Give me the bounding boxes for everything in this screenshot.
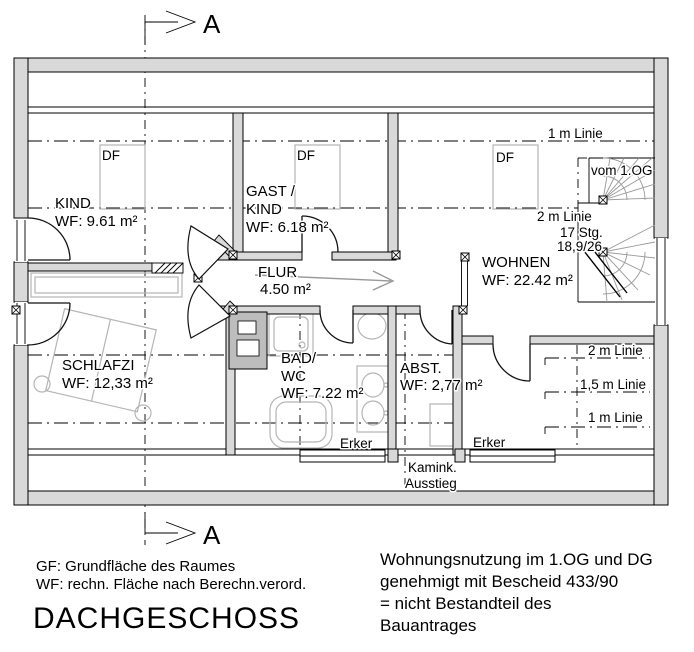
section-marker-bottom: A [144,512,221,550]
note-line-1: Wohnungsnutzung im 1.OG und DG [380,550,653,569]
stool [33,375,51,393]
door-gast [301,215,339,253]
height-line-label-2m-stair: 2 m Linie [537,209,592,224]
doors [27,215,531,382]
roof-window [492,144,539,210]
bed [45,308,157,413]
door-kind [27,217,71,261]
note-line-4: Bauantrages [380,616,476,635]
post [228,250,238,260]
legend-wf: WF: rechn. Fläche nach Berechn.verord. [36,576,306,593]
room-name-bad2: WC [281,368,306,385]
erker-label: Erker [340,436,373,451]
room-name-abst: ABST. [400,360,442,377]
staircase [577,157,656,303]
page-title: DACHGESCHOSS [33,602,300,635]
post [460,252,470,262]
kamin-label-2: Ausstieg [405,476,457,491]
stair-from-label: vom 1.OG [591,163,653,178]
room-area-kind: WF: 9.61 m² [55,213,138,230]
post [458,305,468,315]
wall-posts [11,250,470,315]
kamin-label-1: Kamink. [408,460,457,475]
room-area-flur: 4.50 m² [260,281,311,298]
roof-window [99,144,146,210]
room-name-gast: GAST / [246,183,296,200]
bathtub [269,395,333,449]
section-marker-top: A [144,9,221,44]
section-letter: A [203,520,221,550]
door-bad [319,309,354,344]
df-label: DF [102,148,120,163]
post [391,250,401,260]
df-label: DF [496,150,514,165]
legend-gf: GF: Grundfläche des Raumes [36,558,235,575]
room-labels: KIND WF: 9.61 m² GAST / KIND WF: 6.18 m²… [54,182,575,404]
df-label: DF [297,148,315,163]
room-name-gast2: KIND [246,201,282,218]
erker-label: Erker [473,435,506,450]
room-name-wohnen: WOHNEN [482,254,550,271]
door-corridor-double [187,225,231,339]
note-line-2: genehmigt mit Bescheid 433/90 [380,572,618,591]
post [598,195,608,205]
stair-ratio-label: 18,9/26 [557,239,602,254]
post [228,305,238,315]
height-line-label-1m-right: 1 m Linie [588,410,643,425]
footer: GF: Grundfläche des Raumes WF: rechn. Fl… [33,550,653,635]
room-area-bad: WF: 7.22 m² [281,385,364,402]
walls [13,57,669,506]
room-name-kind: KIND [55,195,91,212]
height-line-label-1m-top: 1 m Linie [548,126,603,141]
post [598,247,608,257]
stool [134,404,152,422]
stair-steps-label: 17 Stg. [560,225,603,240]
post [11,305,21,315]
roof-height-lines [28,140,654,449]
height-line-label-2m-right: 2 m Linie [588,343,643,358]
room-area-wohnen: WF: 22.42 m² [482,272,573,289]
flur-direction-arrow [254,270,395,291]
erker-bay [299,449,556,463]
storage-box [429,403,455,447]
room-name-schlafzi: SCHLAFZI [62,357,135,374]
section-cut-lines [144,15,406,545]
note-line-3: = nicht Bestandteil des [380,594,552,613]
door-southeast-room [492,343,531,382]
door-schlafzi [27,302,71,346]
chimney [228,311,268,370]
wardrobe [30,272,183,298]
room-name-bad: BAD/ [281,350,317,367]
roof-window [294,144,341,210]
section-letter: A [203,9,221,39]
room-area-schlafzi: WF: 12,33 m² [62,375,153,392]
wall-jamb-hatch [151,262,184,274]
annotation-labels: DF DF DF 1 m Linie vom 1.OG 2 m Linie 17… [101,125,655,493]
toilet [357,312,387,340]
room-area-gast: WF: 6.18 m² [246,219,329,236]
height-line-label-15m-right: 1,5 m Linie [580,377,646,392]
room-name-flur: FLUR [258,264,297,281]
room-area-abst: WF: 2,77 m² [400,377,483,394]
door-abst [419,309,453,345]
